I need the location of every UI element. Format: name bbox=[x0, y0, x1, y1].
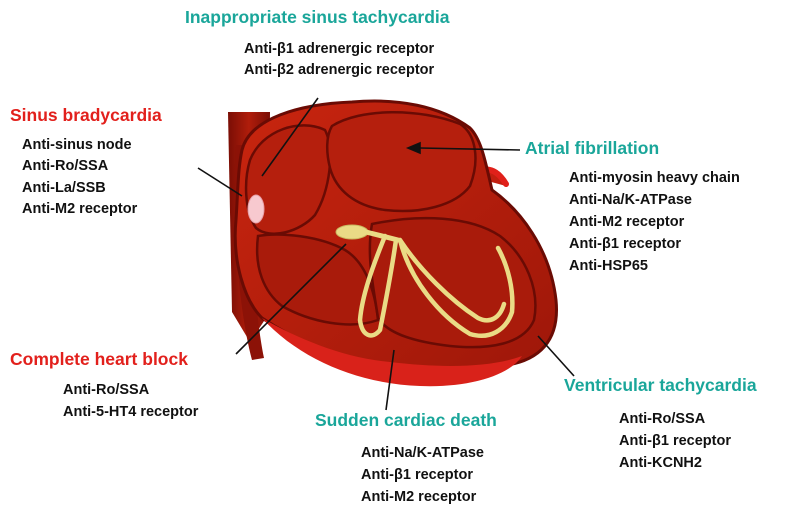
scd-antibody-3: Anti-M2 receptor bbox=[361, 490, 476, 505]
af-antibody-4: Anti-β1 receptor bbox=[569, 237, 681, 252]
af-title: Atrial fibrillation bbox=[525, 140, 659, 158]
chb-antibody-1: Anti-Ro/SSA bbox=[63, 383, 149, 398]
leader-vt bbox=[538, 336, 574, 376]
ist-antibody-1: Anti-β1 adrenergic receptor bbox=[244, 42, 434, 57]
sb-title: Sinus bradycardia bbox=[10, 107, 162, 125]
vt-antibody-3: Anti-KCNH2 bbox=[619, 456, 702, 471]
sb-antibody-2: Anti-Ro/SSA bbox=[22, 159, 108, 174]
ist-title: Inappropriate sinus tachycardia bbox=[185, 9, 450, 27]
vt-antibody-1: Anti-Ro/SSA bbox=[619, 412, 705, 427]
sa-node bbox=[248, 195, 264, 223]
av-node bbox=[336, 225, 368, 239]
chb-antibody-2: Anti-5-HT4 receptor bbox=[63, 405, 198, 420]
sb-antibody-4: Anti-M2 receptor bbox=[22, 202, 137, 217]
scd-antibody-1: Anti-Na/K-ATPase bbox=[361, 446, 484, 461]
chb-title: Complete heart block bbox=[10, 351, 188, 369]
af-antibody-3: Anti-M2 receptor bbox=[569, 215, 684, 230]
left-atrium bbox=[327, 112, 475, 211]
af-antibody-2: Anti-Na/K-ATPase bbox=[569, 193, 692, 208]
af-antibody-5: Anti-HSP65 bbox=[569, 259, 648, 274]
ist-antibody-2: Anti-β2 adrenergic receptor bbox=[244, 63, 434, 78]
sb-antibody-3: Anti-La/SSB bbox=[22, 181, 106, 196]
scd-antibody-2: Anti-β1 receptor bbox=[361, 468, 473, 483]
af-antibody-1: Anti-myosin heavy chain bbox=[569, 171, 740, 186]
vt-antibody-2: Anti-β1 receptor bbox=[619, 434, 731, 449]
vt-title: Ventricular tachycardia bbox=[564, 377, 757, 395]
sb-antibody-1: Anti-sinus node bbox=[22, 138, 132, 153]
scd-title: Sudden cardiac death bbox=[315, 412, 497, 430]
